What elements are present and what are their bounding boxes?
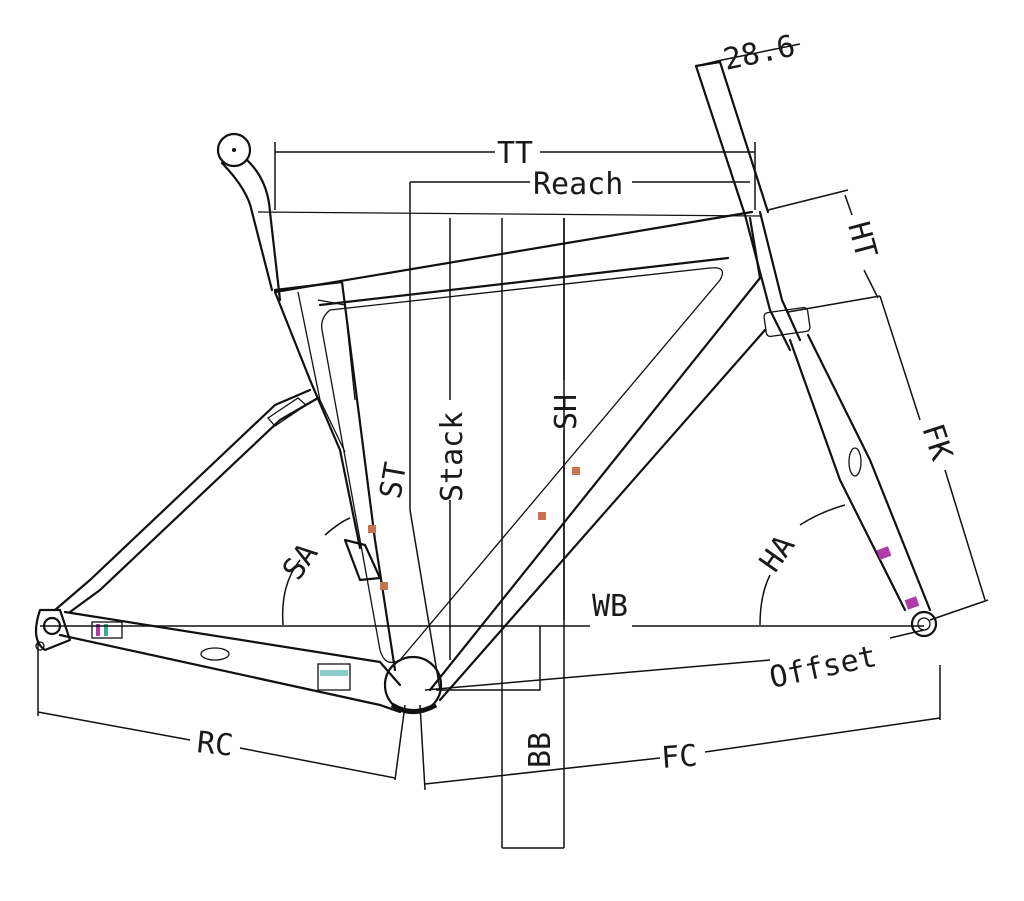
chain-stay-upper [63,610,402,687]
rear-accent-teal [104,624,108,636]
sa-arc-lower [281,559,301,626]
head-tube-front [743,213,792,352]
front-dropout [910,610,938,638]
bridge-accent [320,670,348,676]
fork-front-leg [806,333,932,612]
top-tube-lower [318,256,730,307]
ha-label: HA [753,529,802,579]
rear-dropout [34,608,72,652]
front-axle [917,617,931,631]
derailleur-hanger [35,641,45,651]
bottom-bracket-shell [390,702,438,714]
fk-dimension [879,295,986,601]
rc-ext-lines [37,640,406,781]
chain-stay-bridge [317,663,351,691]
rear-accent-magenta [96,624,100,636]
seatpost-inner [220,161,274,292]
brake-bridge [267,397,308,427]
rc-label: RC [195,725,235,764]
ht-label: HT [840,218,883,262]
wb-label: WB [592,589,628,624]
ht-dimension [844,194,879,299]
bike-frame-drawing [34,60,938,715]
seat-tube-rear [273,290,362,550]
steerer-right [718,60,770,214]
headset [763,306,811,338]
bottle-bolt-4 [572,467,580,475]
top-tube-reference-line [257,211,761,217]
down-tube-lower [438,328,767,702]
front-derailleur-mount [343,538,382,582]
bb-dimension [436,626,541,691]
down-tube-upper [428,216,762,692]
st-dimension [409,509,441,691]
ha-arc-lower [759,574,771,626]
fc-dimension [424,717,941,785]
reach-label: Reach [533,167,623,202]
fk-label: FK [914,420,958,465]
bottle-bolt-3 [538,512,546,520]
seatpost-clamp [216,132,252,168]
steerer-left [694,64,747,217]
tube-dia-label: 28.6 [720,29,798,78]
seat-tube-shading [297,291,346,453]
top-tube-upper [273,210,754,294]
stack-label: Stack [435,412,470,502]
seat-stay-upper [53,388,312,612]
ht-ext-lines [767,189,881,313]
fork-cutout [848,447,862,477]
fork-marker-magenta-2 [904,596,920,610]
chain-stay-cutout [200,647,230,661]
bottle-bolt-1 [368,525,376,533]
rc-dimension [37,711,396,779]
main-triangle-inner [321,267,724,664]
sa-arc-upper [324,517,351,536]
st-label: ST [373,460,414,502]
offset-dimension [424,629,925,691]
fc-label: FC [660,739,698,776]
seat-tube-front [273,280,397,672]
head-tube-rear [758,210,802,342]
fork-rear-leg [788,338,907,612]
seatpost-clamp-center [232,148,236,152]
rear-accent-box [91,621,123,639]
tt-label: TT [497,136,533,171]
fk-ext [929,599,989,621]
dimension-lines [37,43,989,849]
seat-stay-lower [68,396,320,614]
bb-label: BB [523,732,558,768]
bottle-bolt-2 [380,582,388,590]
ha-arc-upper [799,504,846,526]
tube-dia-leader [695,43,801,67]
sa-label: SA [276,537,325,587]
fc-ext-lines [419,665,941,791]
fork-marker-magenta [876,546,892,560]
sh-label: SH [549,394,584,430]
chain-stay-lower [58,633,402,714]
seat-tube-inner [317,299,356,401]
offset-label: Offset [766,639,879,696]
